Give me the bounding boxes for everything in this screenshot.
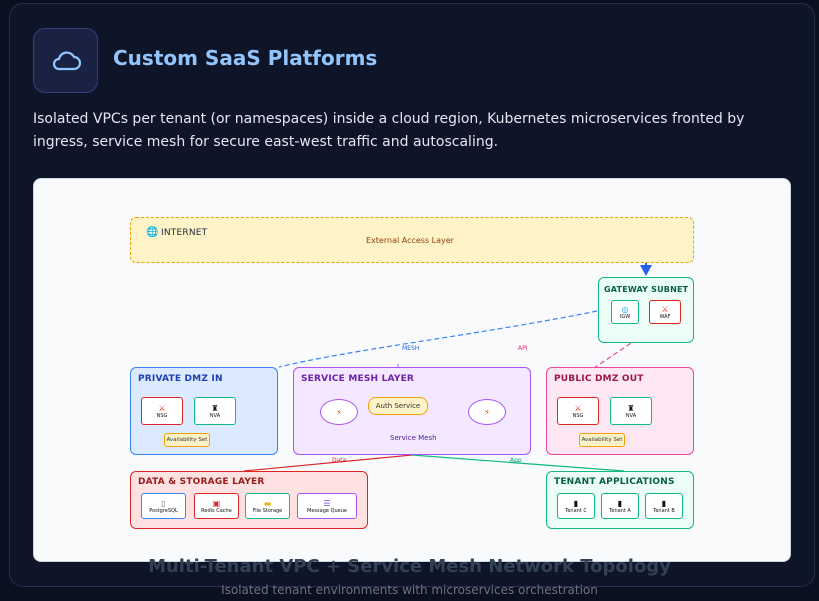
api-edge-label: API xyxy=(518,345,528,352)
public-dmz-title: PUBLIC DMZ OUT xyxy=(554,374,644,384)
public-nva-label: NVA xyxy=(625,412,637,419)
postgresql-label: PostgreSQL xyxy=(149,507,178,514)
private-dmz-title: PRIVATE DMZ IN xyxy=(138,374,223,384)
internet-subtitle: External Access Layer xyxy=(366,236,454,245)
card-title: Custom SaaS Platforms xyxy=(113,46,378,70)
igw-label: IGW xyxy=(619,313,631,320)
public-nsg-label: NSG xyxy=(572,412,584,419)
file-storage-node: ▬ File Storage xyxy=(245,493,290,519)
internet-zone xyxy=(130,217,694,263)
tenant-b-label: Tenant B xyxy=(653,507,675,514)
mesh-edge-label: MESH xyxy=(402,345,420,352)
arrow-head xyxy=(640,265,652,276)
cache-icon: ▣ xyxy=(212,498,221,508)
data-storage-title: DATA & STORAGE LAYER xyxy=(138,477,265,487)
tenant-c-label: Tenant C xyxy=(565,507,587,514)
gateway-title: GATEWAY SUBNET xyxy=(604,285,689,294)
igw-node: ◎ IGW xyxy=(611,300,639,324)
private-nva-label: NVA xyxy=(209,412,221,419)
database-icon: ▯ xyxy=(161,498,166,508)
service-mesh-title: SERVICE MESH LAYER xyxy=(301,374,415,384)
proxy-icon: ⚡ xyxy=(484,407,490,417)
public-availability-set: Availability Set xyxy=(579,433,625,447)
diagram-caption-subtitle: Isolated tenant environments with micros… xyxy=(221,583,598,597)
private-nva-node: ♜ NVA xyxy=(194,397,236,425)
data-edge-label: Data xyxy=(332,457,347,464)
private-availability-set: Availability Set xyxy=(164,433,210,447)
tenant-a-node: ▮ Tenant A xyxy=(601,493,639,519)
proxy-icon: ⚡ xyxy=(336,407,342,417)
tenant-b-node: ▮ Tenant B xyxy=(645,493,683,519)
message-queue-label: Message Queue xyxy=(307,507,347,514)
postgresql-node: ▯ PostgreSQL xyxy=(141,493,186,519)
cloud-icon xyxy=(52,50,81,70)
igw-icon: ◎ xyxy=(621,304,629,314)
mesh-edge xyxy=(278,310,598,368)
public-nsg-node: ⚔ NSG xyxy=(557,397,599,425)
app-icon: ▮ xyxy=(573,498,579,508)
file-storage-label: File Storage xyxy=(252,507,283,514)
message-queue-node: ☰ Message Queue xyxy=(297,493,357,519)
waf-icon: ⚔ xyxy=(661,304,669,314)
cloud-icon-box xyxy=(33,28,98,93)
app-icon: ▮ xyxy=(617,498,623,508)
api-edge xyxy=(593,320,665,369)
waf-node: ⚔ WAF xyxy=(649,300,681,324)
card-description: Isolated VPCs per tenant (or namespaces)… xyxy=(33,111,745,150)
redis-node: ▣ Redis Cache xyxy=(194,493,239,519)
redis-label: Redis Cache xyxy=(201,507,232,514)
private-nsg-icon: ⚔ xyxy=(158,403,166,413)
globe-icon: 🌐 xyxy=(146,227,159,238)
folder-icon: ▬ xyxy=(263,498,272,508)
app-edge-label: App xyxy=(510,457,522,464)
mesh-proxy-left: ⚡ xyxy=(320,399,358,425)
diagram-caption-title: Multi-Tenant VPC + Service Mesh Network … xyxy=(148,556,671,577)
internet-title: INTERNET xyxy=(161,228,208,238)
data-edge xyxy=(243,454,413,472)
service-mesh-label: Service Mesh xyxy=(390,434,437,442)
tenant-apps-title: TENANT APPLICATIONS xyxy=(554,477,675,487)
private-nva-icon: ♜ xyxy=(211,403,219,413)
private-nsg-node: ⚔ NSG xyxy=(141,397,183,425)
mesh-proxy-right: ⚡ xyxy=(468,399,506,425)
topology-diagram: 🌐 INTERNET External Access Layer GATEWAY… xyxy=(33,178,791,562)
waf-label: WAF xyxy=(659,313,671,320)
tenant-a-label: Tenant A xyxy=(609,507,631,514)
public-nva-node: ♜ NVA xyxy=(610,397,652,425)
public-nva-icon: ♜ xyxy=(627,403,635,413)
private-nsg-label: NSG xyxy=(156,412,168,419)
connection-lines xyxy=(243,263,665,472)
app-icon: ▮ xyxy=(661,498,667,508)
tenant-c-node: ▮ Tenant C xyxy=(557,493,595,519)
auth-service: Auth Service xyxy=(368,397,428,415)
app-edge xyxy=(411,454,625,472)
public-nsg-icon: ⚔ xyxy=(574,403,582,413)
queue-icon: ☰ xyxy=(323,498,331,508)
